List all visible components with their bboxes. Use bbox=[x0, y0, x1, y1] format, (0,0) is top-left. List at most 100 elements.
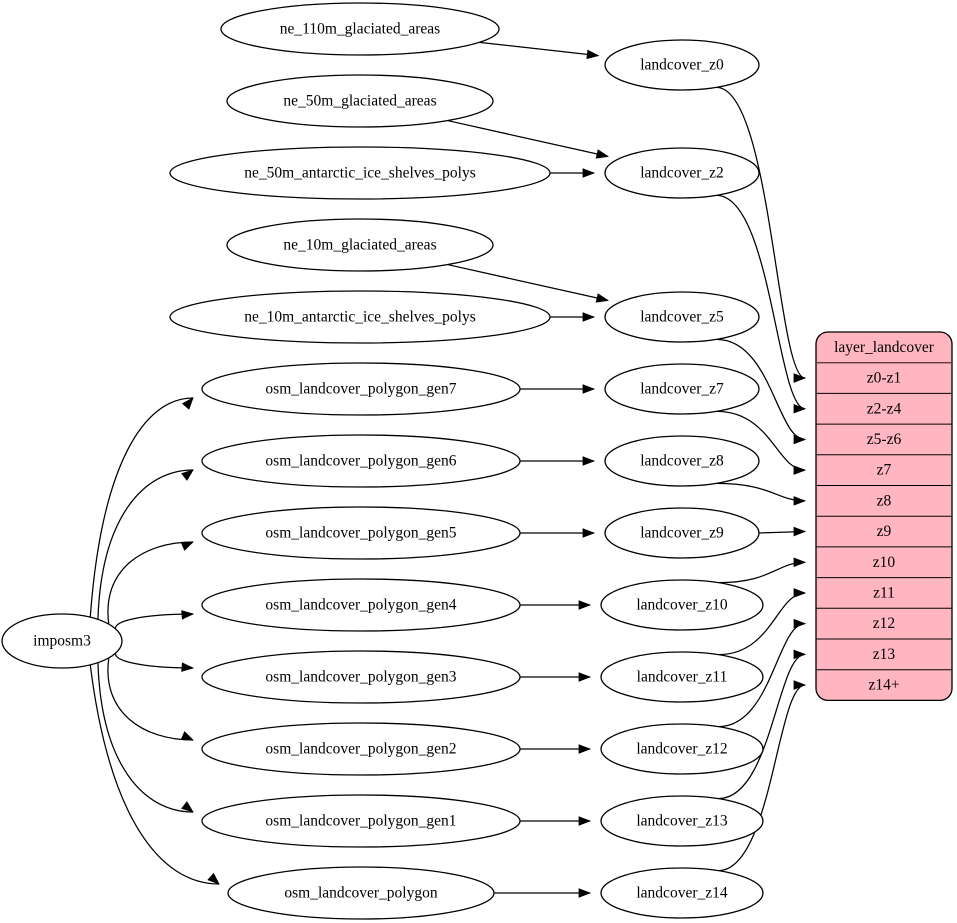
graph-node-osm-landcover-polygon-gen5[interactable]: osm_landcover_polygon_gen5 bbox=[201, 506, 521, 560]
graph-node-osm-landcover-polygon-gen1[interactable]: osm_landcover_polygon_gen1 bbox=[201, 794, 521, 848]
node-ellipse bbox=[604, 507, 760, 559]
edge-arrowhead bbox=[793, 557, 807, 568]
layer-landcover-table[interactable]: layer_landcoverz0-z1z2-z4z5-z6z7z8z9z10z… bbox=[815, 331, 953, 702]
graph-node-osm-landcover-polygon-gen6[interactable]: osm_landcover_polygon_gen6 bbox=[201, 434, 521, 488]
graph-edge bbox=[718, 623, 806, 728]
graph-node-osm-landcover-polygon-gen7[interactable]: osm_landcover_polygon_gen7 bbox=[201, 362, 521, 416]
node-ellipse bbox=[600, 867, 764, 919]
graph-node-landcover-z8[interactable]: landcover_z8 bbox=[604, 435, 760, 487]
node-ellipse bbox=[201, 578, 521, 632]
edge-arrowhead bbox=[595, 293, 609, 303]
node-ellipse bbox=[201, 434, 521, 488]
node-ellipse bbox=[600, 651, 764, 703]
graph-edge bbox=[89, 664, 220, 885]
graph-edge bbox=[447, 263, 608, 302]
node-ellipse bbox=[201, 362, 521, 416]
layer-table-row[interactable] bbox=[816, 455, 952, 486]
node-ellipse bbox=[201, 722, 521, 776]
graph-node-ne-50m-glaciated-areas[interactable]: ne_50m_glaciated_areas bbox=[226, 74, 494, 128]
graph-node-osm-landcover-polygon[interactable]: osm_landcover_polygon bbox=[227, 866, 495, 920]
graph-node-landcover-z11[interactable]: landcover_z11 bbox=[600, 651, 764, 703]
layer-table-row[interactable] bbox=[816, 393, 952, 424]
edge-arrowhead bbox=[582, 168, 596, 178]
edge-arrowhead bbox=[595, 149, 609, 159]
graph-node-landcover-z9[interactable]: landcover_z9 bbox=[604, 507, 760, 559]
edge-arrowhead bbox=[793, 496, 807, 506]
node-ellipse bbox=[226, 218, 494, 272]
graph-node-landcover-z12[interactable]: landcover_z12 bbox=[600, 723, 764, 775]
node-ellipse bbox=[201, 506, 521, 560]
graph-edge bbox=[107, 541, 194, 625]
edge-arrowhead bbox=[181, 397, 194, 410]
layer-table-row[interactable] bbox=[816, 608, 952, 639]
graph-node-osm-landcover-polygon-gen4[interactable]: osm_landcover_polygon_gen4 bbox=[201, 578, 521, 632]
node-ellipse bbox=[227, 866, 495, 920]
node-ellipse bbox=[604, 435, 760, 487]
graph-node-landcover-z7[interactable]: landcover_z7 bbox=[604, 363, 760, 415]
graph-node-osm-landcover-polygon-gen3[interactable]: osm_landcover_polygon_gen3 bbox=[201, 650, 521, 704]
node-ellipse bbox=[226, 74, 494, 128]
node-ellipse bbox=[604, 291, 760, 343]
node-ellipse bbox=[201, 650, 521, 704]
edge-arrowhead bbox=[582, 312, 596, 322]
graph-node-landcover-z0[interactable]: landcover_z0 bbox=[604, 39, 760, 91]
layer-table-row[interactable] bbox=[816, 486, 952, 517]
graph-edge bbox=[114, 613, 194, 635]
node-ellipse bbox=[169, 146, 551, 200]
graph-node-ne-10m-glaciated-areas[interactable]: ne_10m_glaciated_areas bbox=[226, 218, 494, 272]
edge-arrowhead bbox=[586, 49, 600, 60]
edge-arrowhead bbox=[180, 541, 195, 551]
layer-table-row[interactable] bbox=[816, 363, 952, 394]
graph-edge bbox=[716, 338, 806, 441]
edge-arrowhead bbox=[793, 434, 807, 445]
edge-arrowhead bbox=[181, 662, 195, 672]
node-ellipse bbox=[604, 363, 760, 415]
node-ellipse bbox=[1, 613, 123, 669]
graph-edge bbox=[718, 561, 806, 584]
edge-arrowhead bbox=[793, 680, 807, 690]
node-ellipse bbox=[600, 579, 764, 631]
layer-table-row[interactable] bbox=[816, 639, 952, 670]
graph-node-imposm3[interactable]: imposm3 bbox=[1, 613, 123, 669]
graph-edge bbox=[97, 662, 194, 813]
graph-edge bbox=[716, 482, 806, 502]
edge-arrowhead bbox=[582, 456, 596, 466]
node-ellipse bbox=[604, 147, 760, 199]
edge-arrowhead bbox=[578, 672, 592, 682]
edge-arrowhead bbox=[793, 526, 807, 537]
layer-table-row[interactable] bbox=[816, 547, 952, 578]
node-ellipse bbox=[600, 795, 764, 847]
edge-arrowhead bbox=[793, 465, 807, 475]
graph-node-landcover-z14[interactable]: landcover_z14 bbox=[600, 867, 764, 919]
graph-edge bbox=[114, 647, 194, 669]
layer-table-row[interactable] bbox=[816, 670, 952, 701]
layer-table-row[interactable] bbox=[816, 578, 952, 609]
graph-node-landcover-z5[interactable]: landcover_z5 bbox=[604, 291, 760, 343]
layer-table-row[interactable] bbox=[816, 516, 952, 547]
node-ellipse bbox=[201, 794, 521, 848]
edge-arrowhead bbox=[582, 528, 596, 538]
node-ellipse bbox=[220, 2, 500, 56]
edge-arrowhead bbox=[578, 816, 592, 826]
edge-arrowhead bbox=[582, 384, 596, 394]
layer-table-row[interactable] bbox=[816, 424, 952, 455]
graph-node-landcover-z10[interactable]: landcover_z10 bbox=[600, 579, 764, 631]
graph-node-ne-110m-glaciated-areas[interactable]: ne_110m_glaciated_areas bbox=[220, 2, 500, 56]
edge-arrowhead bbox=[793, 649, 807, 660]
graph-node-landcover-z2[interactable]: landcover_z2 bbox=[604, 147, 760, 199]
graph-edge bbox=[718, 653, 806, 800]
graph-node-landcover-z13[interactable]: landcover_z13 bbox=[600, 795, 764, 847]
node-ellipse bbox=[604, 39, 760, 91]
graph-node-ne-50m-antarctic-ice-shelves-polys[interactable]: ne_50m_antarctic_ice_shelves_polys bbox=[169, 146, 551, 200]
node-ellipse bbox=[169, 290, 551, 344]
graph-edge bbox=[107, 657, 194, 741]
graph-node-ne-10m-antarctic-ice-shelves-polys[interactable]: ne_10m_antarctic_ice_shelves_polys bbox=[169, 290, 551, 344]
graph-node-osm-landcover-polygon-gen2[interactable]: osm_landcover_polygon_gen2 bbox=[201, 722, 521, 776]
edge-arrowhead bbox=[180, 731, 195, 741]
graph-edge bbox=[718, 684, 806, 872]
edge-arrowhead bbox=[578, 888, 592, 898]
edge-arrowhead bbox=[578, 600, 592, 610]
graph-edge bbox=[479, 41, 599, 57]
graph-edge bbox=[716, 194, 806, 410]
edge-arrowhead bbox=[793, 588, 807, 598]
